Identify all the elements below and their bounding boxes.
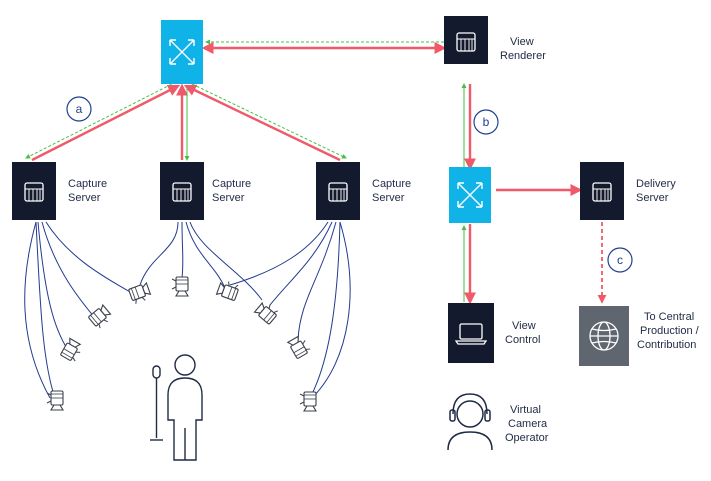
callout-c: c bbox=[607, 247, 633, 273]
presenter-figure bbox=[150, 354, 203, 461]
link-capture1-switch-green bbox=[25, 83, 173, 159]
camera-icon bbox=[87, 304, 114, 330]
network-switch-right bbox=[449, 167, 491, 223]
camera-icon bbox=[299, 391, 317, 412]
network-links bbox=[25, 39, 607, 305]
view-renderer-label: View Renderer bbox=[500, 36, 546, 62]
camera-icon bbox=[287, 333, 312, 360]
view-control-label: View Control bbox=[505, 320, 540, 346]
view-renderer-node bbox=[444, 16, 488, 64]
network-switch-top bbox=[161, 20, 203, 84]
camera-icon bbox=[171, 276, 189, 297]
capture-server-1-node bbox=[12, 162, 56, 220]
microphone-icon bbox=[150, 365, 163, 441]
link-capture3-switch-green bbox=[191, 83, 347, 159]
globe-icon bbox=[589, 321, 619, 351]
camera-icon bbox=[253, 299, 280, 325]
delivery-server-node bbox=[580, 162, 624, 220]
callout-c-label: c bbox=[617, 253, 623, 267]
central-production-label: To Central Production / Contribution bbox=[637, 311, 702, 351]
callout-b-label: b bbox=[483, 115, 490, 129]
camera-wiring bbox=[24, 221, 351, 399]
delivery-server-label: Delivery Server bbox=[636, 178, 679, 204]
camera-icon bbox=[216, 278, 241, 302]
capture-server-2-node bbox=[160, 162, 204, 220]
headset-operator-icon bbox=[447, 393, 493, 451]
callout-a-label: a bbox=[76, 102, 83, 116]
person-icon bbox=[167, 354, 203, 461]
link-switch-capture1 bbox=[31, 84, 181, 162]
capture-server-1-label: Capture Server bbox=[68, 178, 110, 204]
view-control-node bbox=[448, 303, 494, 363]
callout-a: a bbox=[66, 96, 92, 122]
capture-server-3-node bbox=[316, 162, 360, 220]
camera-icon bbox=[46, 390, 64, 411]
central-production-node bbox=[579, 306, 629, 366]
capture-server-2-label: Capture Server bbox=[212, 178, 254, 204]
camera-icon bbox=[127, 282, 153, 306]
capture-server-3-label: Capture Server bbox=[372, 178, 414, 204]
virtual-camera-operator-label: Virtual Camera Operator bbox=[505, 404, 550, 444]
callout-b: b bbox=[473, 109, 499, 135]
camera-array bbox=[46, 276, 317, 412]
laptop-icon bbox=[454, 323, 488, 345]
link-switch-capture3 bbox=[183, 84, 341, 162]
